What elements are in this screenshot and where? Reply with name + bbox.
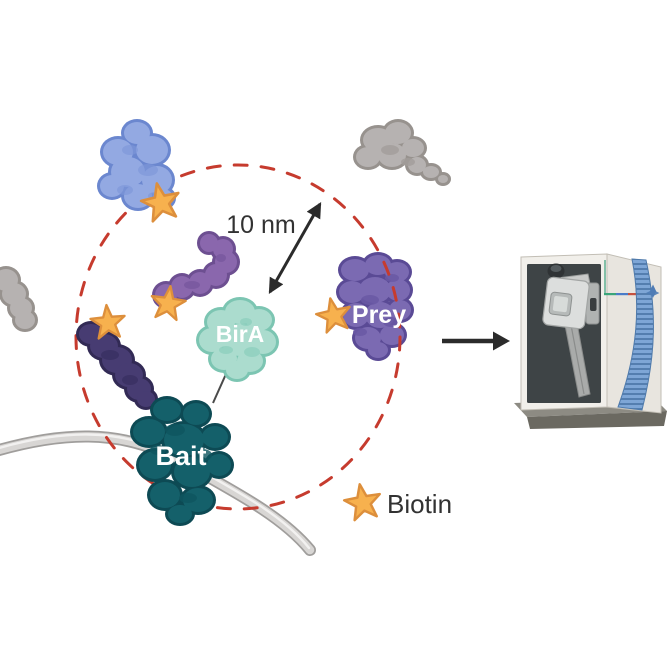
blue-protein [97, 119, 176, 211]
prey-label: Prey [352, 301, 406, 329]
labeling-radius-circle [74, 163, 402, 511]
legend: Biotin [340, 479, 452, 523]
compass-cross-icon [646, 284, 660, 298]
distance-annotation: 10 nm [226, 201, 322, 295]
legend-biotin-label: Biotin [387, 489, 452, 519]
bira-enzyme: BirA [196, 297, 279, 382]
mass-spectrometer-icon [514, 253, 667, 429]
distance-label: 10 nm [226, 211, 295, 239]
gray-protein-crescent [0, 266, 38, 332]
navy-protein [76, 321, 158, 410]
workflow-arrow-icon [442, 331, 510, 351]
purple-worm-protein [152, 231, 240, 309]
ion-source [542, 263, 600, 398]
distance-arrow-icon [268, 201, 322, 295]
bait-protein: Bait [130, 396, 234, 526]
bira-label: BirA [216, 321, 265, 347]
bait-label: Bait [155, 441, 206, 471]
bira-bait-linker [212, 373, 227, 404]
biotin-star-icon [340, 479, 385, 523]
gray-protein-cloud [353, 119, 451, 186]
